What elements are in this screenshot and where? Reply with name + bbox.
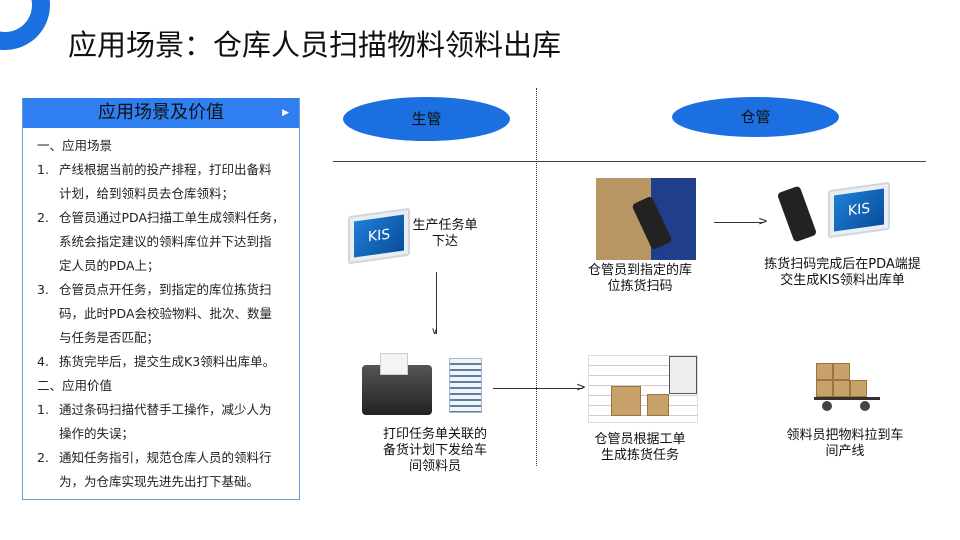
logo-icon xyxy=(0,0,50,50)
lane-production: 生管 xyxy=(343,97,510,141)
list-item: 2.仓管员通过PDA扫描工单生成领料任务，系统会指定建议的领料库位并下达到指定人… xyxy=(37,210,285,273)
document-icon xyxy=(449,358,482,413)
panel-header: 应用场景及价值 ▶ xyxy=(23,98,299,128)
pda-icon xyxy=(776,185,818,243)
lane-warehouse: 仓管 xyxy=(672,97,839,137)
play-icon: ▶ xyxy=(282,108,289,118)
scenario-panel: 应用场景及价值 ▶ 一、应用场景 1.产线根据当前的投产排程，打印出备料计划，给到… xyxy=(22,98,300,500)
step-pick-scan: 仓管员到指定的库位拣货扫码 xyxy=(587,263,692,294)
arrow-head-icon: ∨ xyxy=(431,326,439,337)
task-form-icon xyxy=(588,355,698,423)
kis-monitor-icon: KIS xyxy=(828,181,890,239)
arrow-head-icon: > xyxy=(758,214,769,228)
step-submit-kis: 拣货扫码完成后在PDA端提交生成KIS领料出库单 xyxy=(764,257,921,288)
printer-icon xyxy=(362,353,432,415)
section-heading: 二、应用价值 xyxy=(37,378,113,393)
step-deliver: 领料员把物料拉到车间产线 xyxy=(786,428,904,459)
cart-icon xyxy=(806,358,884,416)
step-print-plan: 打印任务单关联的备货计划下发给车间领料员 xyxy=(382,427,487,474)
list-item: 1.通过条码扫描代替手工操作，减少人为操作的失误； xyxy=(37,402,272,441)
pda-scan-shelf-icon xyxy=(596,178,696,260)
page-title: 应用场景：仓库人员扫描物料领料出库 xyxy=(68,28,562,62)
lane-separator xyxy=(536,88,537,466)
panel-title: 应用场景及价值 xyxy=(98,102,224,123)
section-heading: 一、应用场景 xyxy=(37,138,113,153)
list-item: 3.仓管员点开任务，到指定的库位拣货扫码，此时PDA会校验物料、批次、数量与任务… xyxy=(37,282,272,345)
list-item: 2.通知任务指引，规范仓库人员的领料行为，为仓库实现先进先出打下基础。 xyxy=(37,450,272,489)
arrow-down xyxy=(436,272,437,334)
list-item: 1.产线根据当前的投产排程，打印出备料计划，给到领料员去仓库领料； xyxy=(37,162,272,201)
arrow-right xyxy=(714,222,764,223)
step-production-order: 生产任务单下达 xyxy=(412,218,478,249)
arrow-right xyxy=(493,388,583,389)
lane-divider xyxy=(333,161,926,162)
step-generate-task: 仓管员根据工单生成拣货任务 xyxy=(594,432,686,463)
arrow-head-icon: > xyxy=(576,380,587,394)
list-item: 4.拣货完毕后，提交生成K3领料出库单。 xyxy=(37,354,276,369)
kis-monitor-icon: KIS xyxy=(348,207,410,265)
